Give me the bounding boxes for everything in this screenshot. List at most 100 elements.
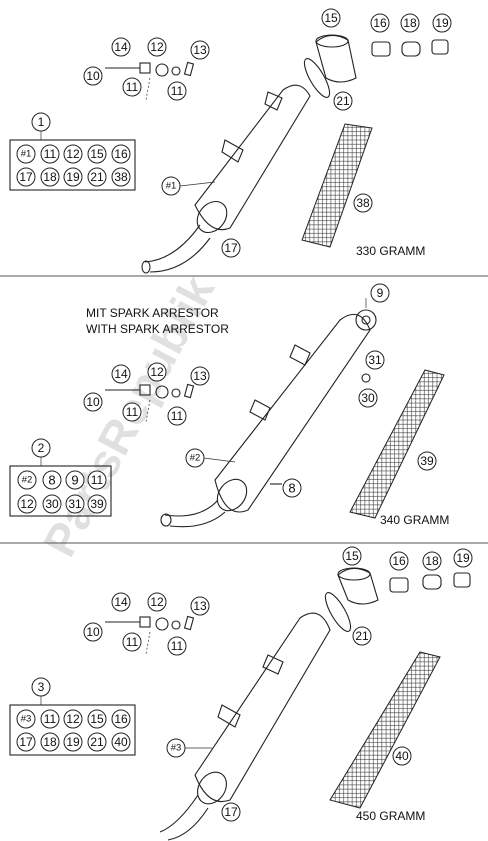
callout-13-s1: 13 [190,40,210,60]
callout-8-s2: 8 [282,478,302,498]
callout-11b-s3: 11 [167,636,187,656]
svg-text:16: 16 [373,16,387,30]
svg-text:21: 21 [355,629,369,643]
group-3-box [9,704,136,756]
svg-text:31: 31 [68,497,82,511]
svg-text:16: 16 [114,712,128,726]
svg-text:30: 30 [45,497,59,511]
ring-19-s3 [453,572,471,588]
section-3: 15 16 18 19 14 12 13 10 11 11 21 3 #3 [9,546,473,841]
callout-10-s2: 10 [83,392,103,412]
weight-label-s2: 340 GRAMM [380,513,449,527]
hardware-cluster-2 [105,383,195,423]
svg-text:16: 16 [392,554,406,568]
silencer-body-2 [160,313,371,528]
callout-40: 40 [392,746,412,766]
svg-text:17: 17 [19,735,33,749]
group-2-callout: 2 [31,438,51,466]
svg-text:18: 18 [425,554,439,568]
gasket-21-s3 [324,592,352,632]
svg-text:12: 12 [150,365,164,379]
group-1-callout: 1 [31,112,51,140]
callout-12-s3: 12 [147,592,167,612]
group-3-callout: 3 [31,677,51,705]
svg-text:38: 38 [114,170,128,184]
svg-text:14: 14 [114,40,128,54]
svg-text:9: 9 [377,286,384,300]
spark-arrestor-title-en: WITH SPARK ARRESTOR [86,322,229,336]
svg-text:39: 39 [90,497,104,511]
svg-text:18: 18 [403,16,417,30]
svg-text:38: 38 [356,196,370,210]
spark-arrestor-9 [355,298,377,331]
callout-19-s1: 19 [432,13,452,33]
callout-16-s1: 16 [370,13,390,33]
ring-16-s1 [371,41,391,57]
svg-text:#2: #2 [190,453,201,464]
group-1-items: #1 11 12 15 16 17 18 19 21 38 [16,144,131,187]
callout-13-s3: 13 [190,596,210,616]
svg-text:11: 11 [126,80,139,94]
group-1-box [9,139,136,191]
svg-text:#3: #3 [171,743,182,754]
svg-text:19: 19 [435,16,449,30]
callout-11b-s2: 11 [167,406,187,426]
weight-label-s3: 450 GRAMM [356,809,425,823]
end-cap-15-s1 [315,34,357,83]
svg-text:12: 12 [20,497,34,511]
svg-text:13: 13 [193,599,207,613]
svg-text:#1: #1 [21,149,32,160]
callout-12-s2: 12 [147,362,167,382]
svg-text:17: 17 [224,241,238,255]
svg-text:8: 8 [288,481,295,496]
svg-text:19: 19 [66,735,80,749]
section-2: MIT SPARK ARRESTOR WITH SPARK ARRESTOR 9… [9,283,449,528]
svg-text:9: 9 [71,473,78,488]
packing-40 [329,651,441,809]
section-1: 1 #1 11 12 15 16 17 18 19 21 38 14 12 13 [9,8,452,274]
ring-19-s1 [431,39,449,55]
callout-39: 39 [417,451,437,471]
svg-text:11: 11 [126,635,139,649]
svg-text:12: 12 [66,147,80,161]
group-2-box [9,465,112,517]
svg-text:39: 39 [420,454,434,468]
svg-text:#1: #1 [166,181,177,192]
svg-text:1: 1 [38,115,45,129]
svg-text:18: 18 [43,735,57,749]
svg-text:2: 2 [38,441,45,455]
packing-38 [301,123,373,248]
svg-text:11: 11 [171,84,184,98]
svg-text:31: 31 [368,353,382,367]
svg-text:10: 10 [86,395,100,409]
svg-text:17: 17 [19,170,33,184]
hardware-cluster-3 [105,615,195,655]
gasket-21-s1 [303,58,331,98]
callout-#2-s2: #2 [185,448,205,468]
svg-text:13: 13 [193,43,207,57]
svg-text:16: 16 [114,147,128,161]
svg-text:18: 18 [43,170,57,184]
ring-18-s1 [401,41,421,57]
svg-text:14: 14 [114,595,128,609]
callout-11b-s1: 11 [167,81,187,101]
callout-18-s3: 18 [422,551,442,571]
ring-16-s3 [389,577,409,593]
callout-21-s3: 21 [352,626,372,646]
svg-text:15: 15 [90,712,104,726]
callout-9-s2: 9 [370,283,390,303]
svg-text:12: 12 [150,40,164,54]
silencer-body-1 [141,84,311,274]
callout-38: 38 [353,193,373,213]
end-cap-15-s3 [337,567,379,605]
svg-text:11: 11 [44,712,57,726]
weight-label-s1: 330 GRAMM [356,244,425,258]
packing-39 [349,369,445,519]
svg-text:11: 11 [44,147,57,161]
callout-11a-s3: 11 [122,632,142,652]
callout-13-s2: 13 [190,366,210,386]
callout-19-s3: 19 [453,548,473,568]
silencer-body-3 [159,612,331,841]
callout-12-s1: 12 [147,37,167,57]
